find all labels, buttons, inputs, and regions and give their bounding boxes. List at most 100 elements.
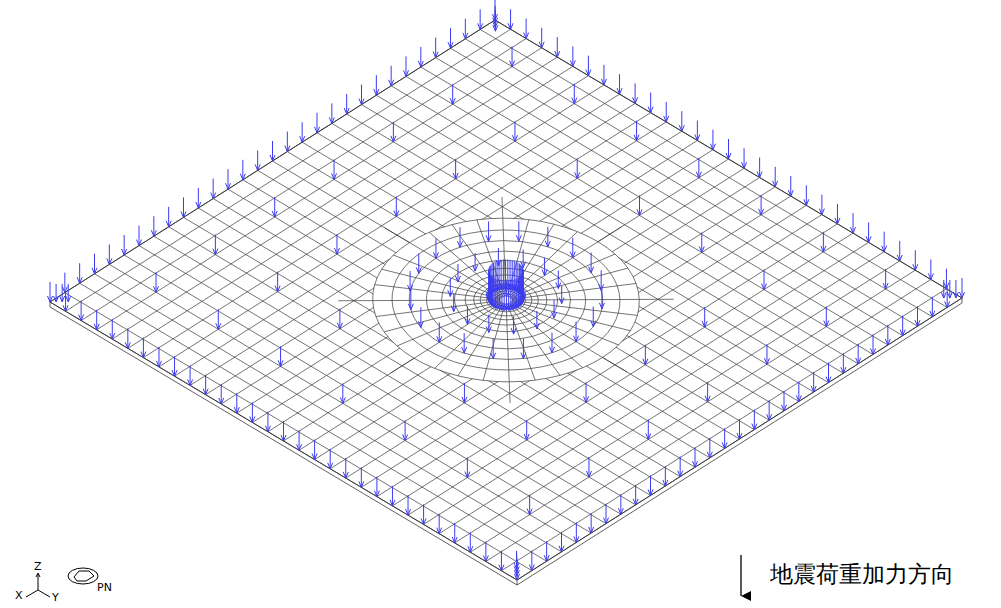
load-arrow [726,139,731,159]
mesh-line [315,178,760,460]
load-arrow [151,216,156,236]
load-arrow [219,384,224,404]
load-arrow [408,271,413,291]
load-arrow [559,532,564,552]
load-arrow [508,9,513,29]
load-arrow [437,514,442,534]
mesh-line [184,217,651,495]
mesh-spoke [423,304,539,376]
load-arrow [226,169,231,189]
load-arrow [947,280,952,298]
axis-label: Y [52,592,59,603]
load-arrow [418,307,423,327]
load-arrow [841,353,846,373]
mesh-spoke [511,291,618,355]
load-arrow [203,375,208,395]
load-arrow [465,458,470,478]
load-arrow [272,197,277,217]
load-arrow [544,541,549,561]
mesh-line [346,196,791,478]
load-arrow [125,328,130,348]
load-arrow [54,284,59,302]
load-arrow [486,221,491,241]
mesh-line [284,159,729,441]
load-arrow [737,419,742,439]
load-arrow [570,238,575,258]
load-arrow [928,259,933,279]
axis-label: X [15,590,23,601]
load-arrow [722,428,727,448]
load-arrow [390,486,395,506]
load-arrow [181,197,186,217]
load-arrow [693,447,698,467]
load-arrow [586,457,591,477]
load-arrow [824,307,829,327]
load-arrow [514,551,519,569]
mesh-line [287,152,754,430]
load-arrow [334,234,339,254]
load-arrow [835,204,840,224]
load-arrow [48,282,53,302]
load-arrow [953,280,958,298]
load-arrow [883,269,888,289]
load-arrow [110,319,115,339]
load-arrow [92,254,97,274]
load-arrow [452,523,457,543]
load-arrow [418,47,423,67]
mesh-spoke [510,227,621,298]
mesh-line [198,208,665,486]
load-arrow [696,158,701,178]
load-arrow [648,93,653,113]
load-arrow [556,270,561,288]
mesh-spoke [459,304,584,380]
load-arrow [281,421,286,441]
load-arrow [359,85,364,105]
mesh-ring [318,184,695,415]
mesh-line [221,122,666,404]
view-label: PN [97,582,112,593]
load-arrow [421,504,426,524]
load-arrow [337,309,342,329]
load-arrow [275,272,280,292]
load-arrow [450,84,455,104]
load-arrow [521,339,526,359]
load-arrow [448,278,453,296]
load-arrow [107,244,112,264]
plate-mesh [50,20,962,585]
load-arrow [300,122,305,142]
load-arrow [166,207,171,227]
load-arrow [559,286,564,304]
load-arrow [545,227,550,247]
load-arrow [826,363,831,383]
load-arrow [549,333,554,353]
load-arrow [437,322,442,342]
mesh-line [377,215,822,497]
plate-outline [50,20,962,580]
load-arrow [499,551,504,571]
load-arrow [478,9,483,29]
load-arrow [527,495,532,515]
load-arrow [137,226,142,246]
load-arrow [767,400,772,420]
load-arrow [344,94,349,114]
load-arrow [618,494,623,514]
mesh-line [465,39,932,317]
load-arrow [811,372,816,392]
load-arrow [458,227,463,247]
axis-label: Z [34,561,42,572]
load-arrow [586,56,591,76]
mesh-line [455,261,900,543]
axis-triad [26,573,50,597]
mesh-line [299,168,744,450]
load-arrow [542,258,547,276]
load-arrow [871,334,876,354]
load-arrow [285,132,290,152]
mesh-spoke [393,244,500,308]
load-arrow [819,195,824,215]
load-arrow [633,485,638,505]
load-arrow [782,391,787,411]
load-arrow [757,158,762,178]
load-arrow [391,122,396,142]
